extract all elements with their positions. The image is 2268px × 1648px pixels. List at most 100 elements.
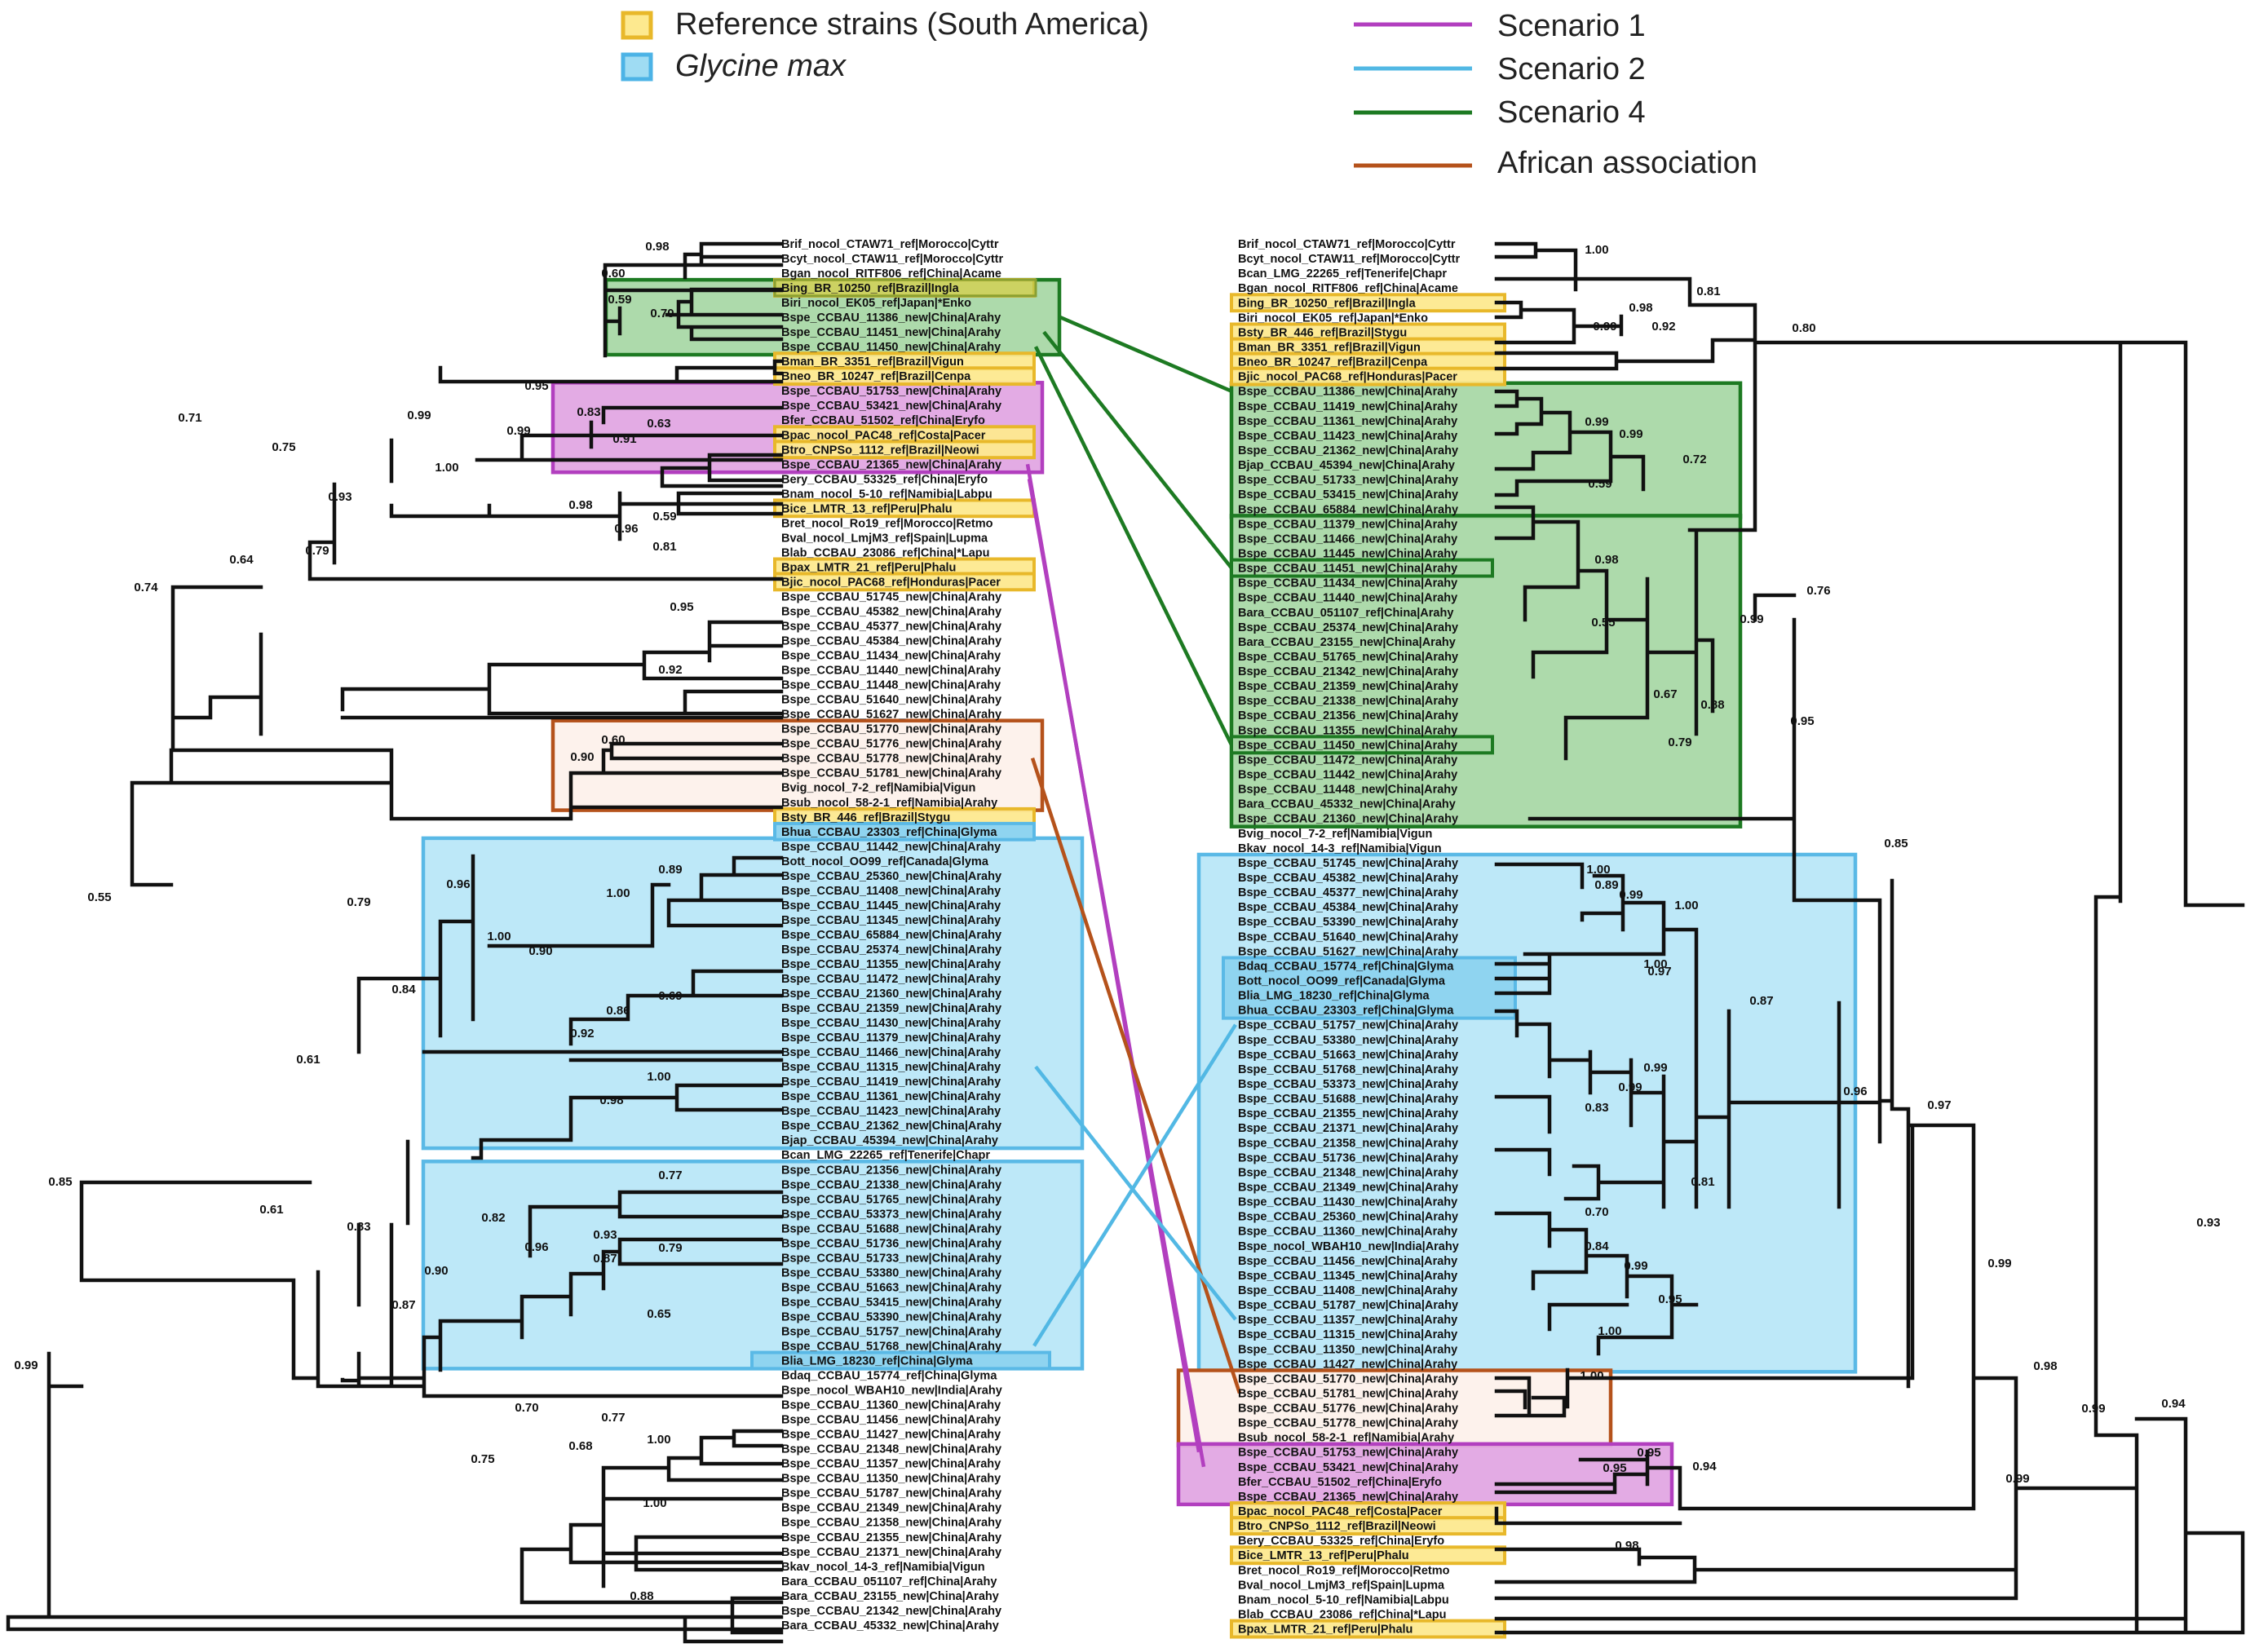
- leaf-label: Bspe_CCBAU_53421_new|China|Arahy: [1238, 1461, 1458, 1474]
- support-value: 0.95: [1658, 1292, 1682, 1306]
- support-value: 0.93: [2196, 1216, 2220, 1230]
- glycine-ref-box-right: [1222, 956, 1517, 1020]
- support-value: 1.00: [606, 886, 630, 900]
- leaf-label: Bjic_nocol_PAC68_ref|Honduras|Pacer: [781, 577, 1001, 590]
- leaf-label: Bspe_CCBAU_11440_new|China|Arahy: [781, 665, 1001, 678]
- leaf-label: Bspe_CCBAU_51787_new|China|Arahy: [1238, 1299, 1458, 1312]
- support-value: 1.00: [1674, 899, 1698, 912]
- leaf-label: Bret_nocol_Ro19_ref|Morocco|Retmo: [781, 517, 993, 530]
- leaf-label: Bspe_CCBAU_51640_new|China|Arahy: [1238, 930, 1458, 943]
- leaf-label: Bspe_CCBAU_11350_new|China|Arahy: [781, 1473, 1001, 1486]
- leaf-label: Bspe_CCBAU_11360_new|China|Arahy: [781, 1399, 1001, 1412]
- leaf-label: Bspe_CCBAU_21355_new|China|Arahy: [781, 1531, 1001, 1544]
- connector-lines: [1025, 316, 1242, 1468]
- leaf-label: Bspe_CCBAU_51757_new|China|Arahy: [781, 1326, 1001, 1339]
- leaf-label: Bspe_CCBAU_51778_new|China|Arahy: [781, 753, 1001, 766]
- leaf-label: Brif_nocol_CTAW71_ref|Morocco|Cyttr: [1238, 238, 1456, 251]
- leaf-label: Bgan_nocol_RITF806_ref|China|Acame: [1238, 282, 1458, 295]
- leaf-label: Bjap_CCBAU_45394_new|China|Arahy: [1238, 459, 1455, 472]
- leaf-label: Bspe_CCBAU_25374_new|China|Arahy: [781, 943, 1001, 957]
- leaf-label: Bspe_CCBAU_53421_new|China|Arahy: [781, 400, 1001, 413]
- scenario4-leaf-box-right: [1230, 558, 1494, 578]
- legend-swatch-reference: [621, 11, 653, 40]
- leaf-label: Bspe_CCBAU_11451_new|China|Arahy: [781, 326, 1001, 339]
- support-value: 0.84: [1585, 1239, 1609, 1253]
- support-value: 0.98: [599, 1094, 623, 1107]
- leaf-label: Bara_CCBAU_051107_ref|China|Arahy: [781, 1575, 997, 1588]
- support-value: 0.95: [670, 600, 693, 614]
- support-value: 0.99: [2081, 1402, 2105, 1416]
- leaf-label: Bspe_CCBAU_45384_new|China|Arahy: [1238, 901, 1458, 914]
- leaf-label: Bcan_LMG_22265_ref|Tenerife|Chapr: [1238, 267, 1447, 281]
- leaf-label: Bspe_CCBAU_21362_new|China|Arahy: [781, 1120, 1001, 1133]
- leaf-label: Bspe_CCBAU_51787_new|China|Arahy: [781, 1487, 1001, 1500]
- leaf-label: Bspe_CCBAU_21338_new|China|Arahy: [1238, 695, 1458, 708]
- glycine-box-right: [1196, 852, 1858, 1374]
- support-value: 0.75: [272, 440, 295, 454]
- leaf-label: Bspe_CCBAU_11386_new|China|Arahy: [781, 311, 1001, 325]
- support-value: 0.76: [1806, 584, 1830, 598]
- support-value: 0.60: [601, 733, 625, 747]
- scenario2-link: [1032, 1023, 1237, 1347]
- support-value: 0.64: [229, 553, 254, 567]
- leaf-label: Bsty_BR_446_ref|Brazil|Stygu: [781, 811, 950, 824]
- leaf-label: Bing_BR_10250_ref|Brazil|Ingla: [1238, 297, 1417, 310]
- leaf-label: Bspe_CCBAU_45377_new|China|Arahy: [1238, 886, 1458, 899]
- leaf-label: Bspe_CCBAU_51745_new|China|Arahy: [781, 591, 1001, 604]
- support-value: 0.99: [1585, 415, 1608, 429]
- left-tree-support-values: 0.980.600.590.700.710.750.990.950.830.63…: [14, 240, 693, 1603]
- support-value: 0.85: [48, 1175, 72, 1189]
- leaf-label: Bspe_CCBAU_21348_new|China|Arahy: [781, 1443, 1001, 1456]
- leaf-label: Bspe_CCBAU_11423_new|China|Arahy: [781, 1105, 1001, 1118]
- leaf-label: Bspe_CCBAU_11379_new|China|Arahy: [1238, 518, 1457, 531]
- leaf-label: Bspe_CCBAU_21358_new|China|Arahy: [781, 1517, 1001, 1530]
- leaf-label: Bspe_CCBAU_11466_new|China|Arahy: [781, 1046, 1001, 1059]
- leaf-label: Bspe_CCBAU_21358_new|China|Arahy: [1238, 1137, 1458, 1150]
- leaf-label: Bara_CCBAU_45332_new|China|Arahy: [781, 1619, 999, 1633]
- leaf-label: Bspe_CCBAU_53380_new|China|Arahy: [1238, 1034, 1458, 1047]
- leaf-label: Bfer_CCBAU_51502_ref|China|Eryfo: [1238, 1476, 1442, 1489]
- leaf-label: Brif_nocol_CTAW71_ref|Morocco|Cyttr: [781, 238, 999, 251]
- leaf-label: Bspe_CCBAU_11345_new|China|Arahy: [1238, 1270, 1457, 1283]
- leaf-label: Bval_nocol_LmjM3_ref|Spain|Lupma: [1238, 1579, 1445, 1592]
- leaf-label: Blia_LMG_18230_ref|China|Glyma: [781, 1355, 974, 1368]
- leaf-label: Bspe_CCBAU_11419_new|China|Arahy: [781, 1076, 1001, 1089]
- leaf-label: Bspe_CCBAU_51768_new|China|Arahy: [1238, 1063, 1458, 1076]
- leaf-label: Bspe_CCBAU_51736_new|China|Arahy: [781, 1237, 1001, 1250]
- support-value: 0.74: [134, 581, 158, 594]
- support-value: 0.89: [1594, 878, 1618, 892]
- leaf-label: Bfer_CCBAU_51502_ref|China|Eryfo: [781, 414, 985, 427]
- leaf-label: Bspe_CCBAU_51733_new|China|Arahy: [781, 1252, 1001, 1265]
- reference-box-left: [773, 572, 1036, 592]
- support-value: 0.70: [650, 307, 674, 320]
- support-value: 0.86: [606, 1004, 630, 1018]
- support-value: 0.96: [524, 1240, 548, 1254]
- support-value: 0.99: [14, 1359, 38, 1372]
- support-value: 0.99: [1643, 1061, 1667, 1075]
- leaf-label: Bspe_CCBAU_65884_new|China|Arahy: [1238, 503, 1458, 516]
- support-value: 0.85: [1884, 837, 1908, 851]
- reference-box-right: [1230, 1545, 1506, 1566]
- leaf-label: Bspe_CCBAU_21342_new|China|Arahy: [781, 1605, 1001, 1618]
- african-link: [1030, 758, 1242, 1394]
- reference-box-right: [1230, 1516, 1506, 1536]
- support-value: 0.77: [658, 1169, 682, 1182]
- leaf-label: Bspe_CCBAU_11440_new|China|Arahy: [1238, 592, 1457, 605]
- leaf-label: Bspe_CCBAU_45382_new|China|Arahy: [781, 606, 1001, 619]
- leaf-label: Bspe_CCBAU_51736_new|China|Arahy: [1238, 1151, 1458, 1164]
- leaf-label: Bspe_CCBAU_51640_new|China|Arahy: [781, 694, 1001, 707]
- support-value: 0.94: [1692, 1460, 1717, 1473]
- support-value: 0.79: [305, 544, 329, 558]
- support-value: 0.98: [568, 498, 592, 512]
- leaf-label: Bspe_CCBAU_11408_new|China|Arahy: [781, 885, 1001, 898]
- leaf-label: Bspe_CCBAU_21371_new|China|Arahy: [1238, 1122, 1458, 1135]
- leaf-label: Bspe_CCBAU_11442_new|China|Arahy: [781, 841, 1001, 854]
- support-value: 0.60: [601, 267, 625, 281]
- leaf-label: Bspe_CCBAU_11451_new|China|Arahy: [1238, 563, 1457, 576]
- leaf-label: Bspe_CCBAU_11419_new|China|Arahy: [1238, 400, 1457, 413]
- support-value: 0.82: [481, 1211, 505, 1225]
- leaf-label: Bspe_CCBAU_53380_new|China|Arahy: [781, 1266, 1001, 1279]
- leaf-label: Bjic_nocol_PAC68_ref|Honduras|Pacer: [1238, 371, 1457, 384]
- leaf-label: Bspe_CCBAU_51776_new|China|Arahy: [781, 738, 1001, 751]
